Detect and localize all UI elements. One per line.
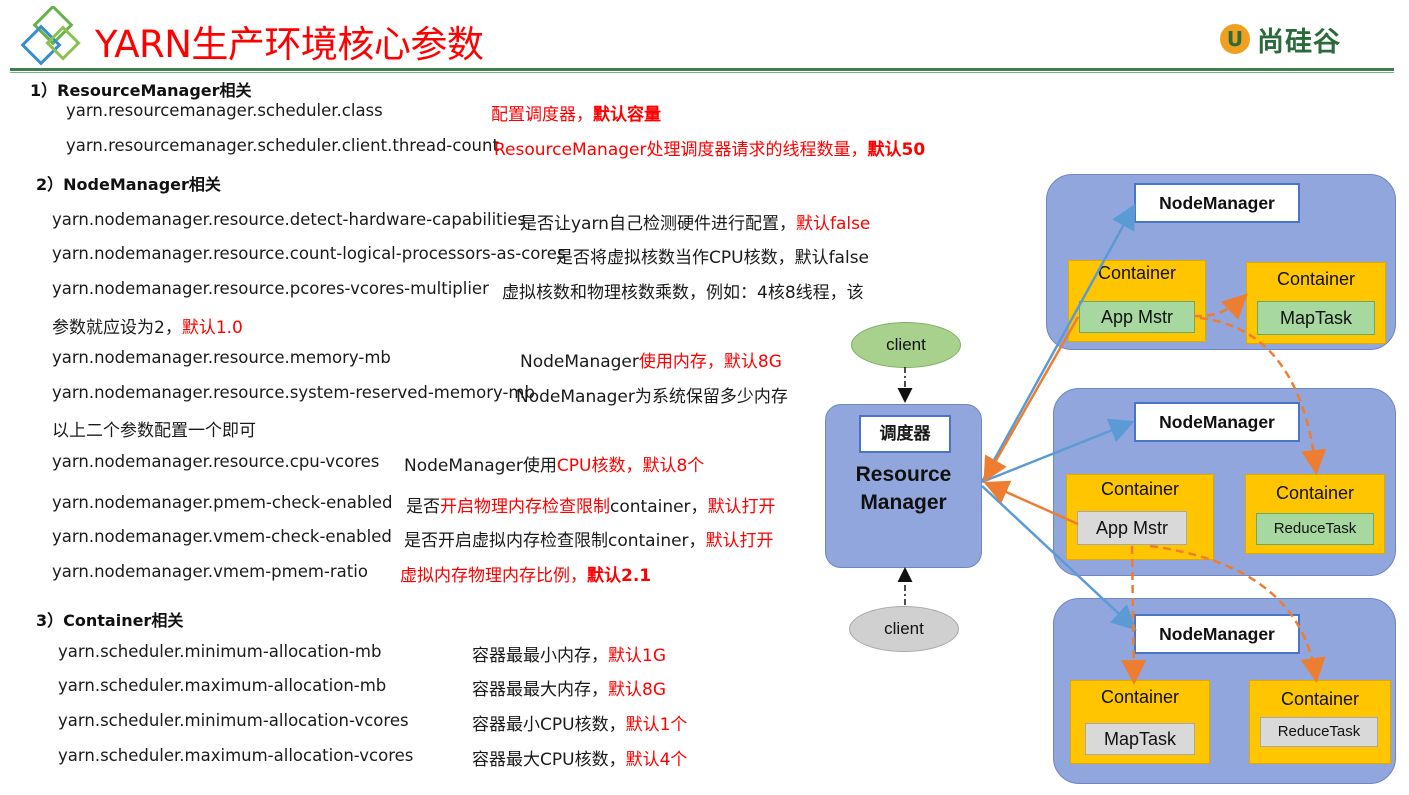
brand-logo-icon: U bbox=[1220, 24, 1250, 54]
container-box: Container App Mstr bbox=[1066, 474, 1214, 560]
param-name: yarn.nodemanager.resource.memory-mb bbox=[52, 348, 391, 367]
container-label: Container bbox=[1100, 687, 1180, 707]
param-desc: 容器最最大内存，默认8G bbox=[472, 680, 666, 700]
param-name: yarn.nodemanager.resource.pcores-vcores-… bbox=[52, 279, 489, 298]
param-desc: 容器最大CPU核数，默认4个 bbox=[472, 750, 688, 770]
param-name: yarn.scheduler.maximum-allocation-vcores bbox=[58, 746, 414, 765]
task-app-master: App Mstr bbox=[1077, 511, 1187, 545]
appmstr2-to-reducetask-arrow bbox=[1149, 544, 1326, 683]
container-box: Container ReduceTask bbox=[1249, 680, 1391, 764]
param-desc: NodeManager为系统保留多少内存 bbox=[516, 387, 788, 407]
param-name: yarn.nodemanager.resource.system-reserve… bbox=[52, 383, 535, 402]
nodemanager-title: NodeManager bbox=[1134, 183, 1300, 223]
section-heading-container: 3）Container相关 bbox=[36, 611, 184, 630]
task-reduce: ReduceTask bbox=[1256, 513, 1374, 545]
rm-to-nm3-arrow bbox=[981, 485, 1137, 631]
param-desc: 是否开启物理内存检查限制container，默认打开 bbox=[406, 497, 776, 517]
container-label: Container bbox=[1275, 483, 1355, 503]
task-reduce: ReduceTask bbox=[1260, 717, 1378, 747]
param-desc: 配置调度器，默认容量 bbox=[491, 105, 661, 125]
appmstr2-to-rm-arrow bbox=[983, 480, 1079, 526]
section-heading-resourcemanager: 1）ResourceManager相关 bbox=[30, 81, 252, 100]
param-name: yarn.nodemanager.resource.cpu-vcores bbox=[52, 452, 380, 471]
param-desc: 是否将虚拟核数当作CPU核数，默认false bbox=[556, 248, 870, 268]
rm-to-nm2-arrow bbox=[981, 418, 1135, 484]
param-desc: 是否开启虚拟内存检查限制container，默认打开 bbox=[404, 531, 774, 551]
task-map: MapTask bbox=[1085, 723, 1195, 755]
container-box: Container MapTask bbox=[1070, 680, 1210, 764]
task-app-master: App Mstr bbox=[1079, 301, 1195, 333]
param-name: yarn.scheduler.maximum-allocation-mb bbox=[58, 676, 387, 695]
param-desc: 是否让yarn自己检测硬件进行配置，默认false bbox=[520, 214, 871, 234]
client-node-top: client bbox=[851, 322, 961, 368]
container-label: Container bbox=[1280, 689, 1360, 709]
param-name: yarn.nodemanager.pmem-check-enabled bbox=[52, 493, 393, 512]
header-divider-thin bbox=[10, 72, 1394, 73]
task-map: MapTask bbox=[1257, 301, 1375, 335]
param-desc: ResourceManager处理调度器请求的线程数量，默认50 bbox=[494, 140, 926, 160]
param-name: yarn.nodemanager.vmem-check-enabled bbox=[52, 527, 392, 546]
param-name: yarn.nodemanager.resource.detect-hardwar… bbox=[52, 210, 526, 229]
container-label: Container bbox=[1276, 269, 1356, 289]
nodemanager-title: NodeManager bbox=[1134, 402, 1300, 442]
param-desc: 容器最最小内存，默认1G bbox=[472, 646, 666, 666]
container-label: Container bbox=[1097, 263, 1177, 283]
resourcemanager-label: Resource Manager bbox=[855, 463, 952, 514]
appmstr1-to-maptask-arrow bbox=[1193, 293, 1248, 320]
appmstr1-to-rm-arrow bbox=[983, 316, 1080, 483]
header-divider bbox=[10, 68, 1394, 71]
diamond-logo-icon bbox=[20, 6, 81, 66]
param-desc: NodeManager使用CPU核数，默认8个 bbox=[404, 456, 705, 476]
param-note: 以上二个参数配置一个即可 bbox=[52, 421, 256, 441]
param-name: yarn.scheduler.minimum-allocation-vcores bbox=[58, 711, 409, 730]
container-label: Container bbox=[1100, 479, 1180, 499]
param-desc: NodeManager使用内存，默认8G bbox=[520, 352, 782, 372]
nodemanager-title: NodeManager bbox=[1134, 614, 1300, 654]
scheduler-label: 调度器 bbox=[859, 415, 951, 453]
brand-logo-glyph: U bbox=[1227, 27, 1243, 51]
param-name: yarn.nodemanager.vmem-pmem-ratio bbox=[52, 562, 368, 581]
client-node-bottom: client bbox=[849, 606, 959, 652]
param-name: yarn.nodemanager.resource.count-logical-… bbox=[52, 244, 566, 263]
param-desc: 虚拟内存物理内存比例，默认2.1 bbox=[400, 566, 652, 586]
page-title: YARN生产环境核心参数 bbox=[95, 23, 484, 66]
param-name: yarn.resourcemanager.scheduler.client.th… bbox=[66, 136, 499, 155]
brand-name: 尚硅谷 bbox=[1257, 27, 1341, 58]
param-desc-continued: 参数就应设为2，默认1.0 bbox=[52, 318, 243, 338]
resourcemanager-box: 调度器 Resource Manager bbox=[825, 404, 982, 568]
param-desc: 虚拟核数和物理核数乘数，例如：4核8线程，该 bbox=[502, 283, 864, 303]
appmstr2-to-maptask-arrow bbox=[1121, 545, 1147, 685]
param-name: yarn.resourcemanager.scheduler.class bbox=[66, 101, 383, 120]
section-heading-nodemanager: 2）NodeManager相关 bbox=[36, 175, 221, 194]
container-box: Container App Mstr bbox=[1068, 260, 1206, 342]
param-name: yarn.scheduler.minimum-allocation-mb bbox=[58, 642, 382, 661]
appmstr1-to-reducetask-arrow bbox=[1199, 316, 1327, 475]
param-desc: 容器最小CPU核数，默认1个 bbox=[472, 715, 688, 735]
rm-to-nm1-arrow bbox=[980, 203, 1136, 483]
